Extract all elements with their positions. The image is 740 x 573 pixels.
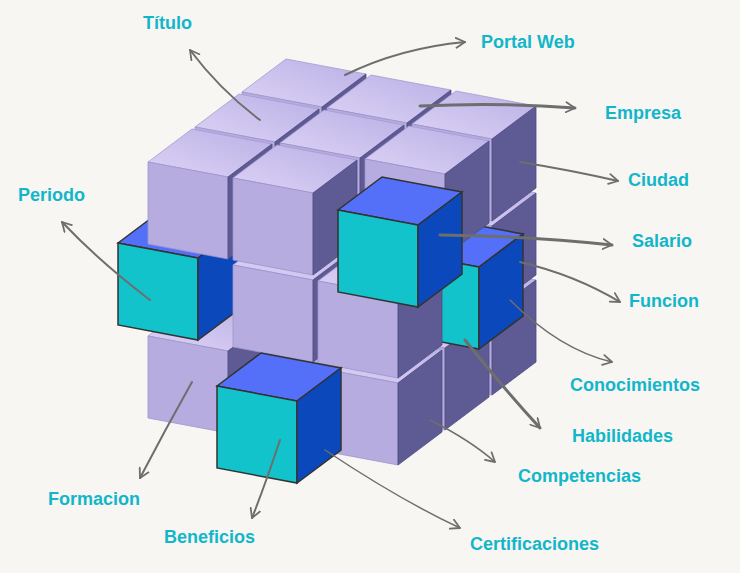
leader-arrow bbox=[190, 50, 260, 120]
leader-arrow bbox=[62, 222, 150, 300]
leader-arrow bbox=[325, 450, 460, 528]
leader-arrow bbox=[345, 42, 465, 75]
field-label: Beneficios bbox=[164, 526, 255, 548]
leader-arrow bbox=[420, 104, 575, 108]
field-label: Portal Web bbox=[481, 31, 575, 53]
cube-blocks bbox=[118, 59, 536, 483]
highlight-cube bbox=[217, 353, 341, 483]
field-label: Funcion bbox=[629, 290, 699, 312]
field-label: Habilidades bbox=[572, 425, 673, 447]
leader-arrow bbox=[520, 262, 620, 302]
field-label: Conocimientos bbox=[570, 374, 700, 396]
leader-arrow bbox=[440, 235, 612, 245]
leader-arrow bbox=[252, 440, 280, 518]
leader-arrow bbox=[465, 340, 540, 428]
field-label: Ciudad bbox=[628, 169, 689, 191]
leader-arrow bbox=[140, 382, 192, 478]
field-label: Formacion bbox=[48, 488, 140, 510]
field-label: Competencias bbox=[518, 465, 641, 487]
field-label: Periodo bbox=[18, 184, 85, 206]
leader-arrow bbox=[520, 162, 618, 181]
leader-lines bbox=[62, 42, 620, 528]
highlight-cube bbox=[338, 177, 462, 307]
field-label: Salario bbox=[632, 230, 692, 252]
field-label: Certificaciones bbox=[470, 533, 599, 555]
field-label: Título bbox=[143, 12, 192, 34]
leader-arrow bbox=[430, 420, 495, 462]
leader-arrow bbox=[510, 300, 612, 362]
field-label: Empresa bbox=[605, 102, 681, 124]
